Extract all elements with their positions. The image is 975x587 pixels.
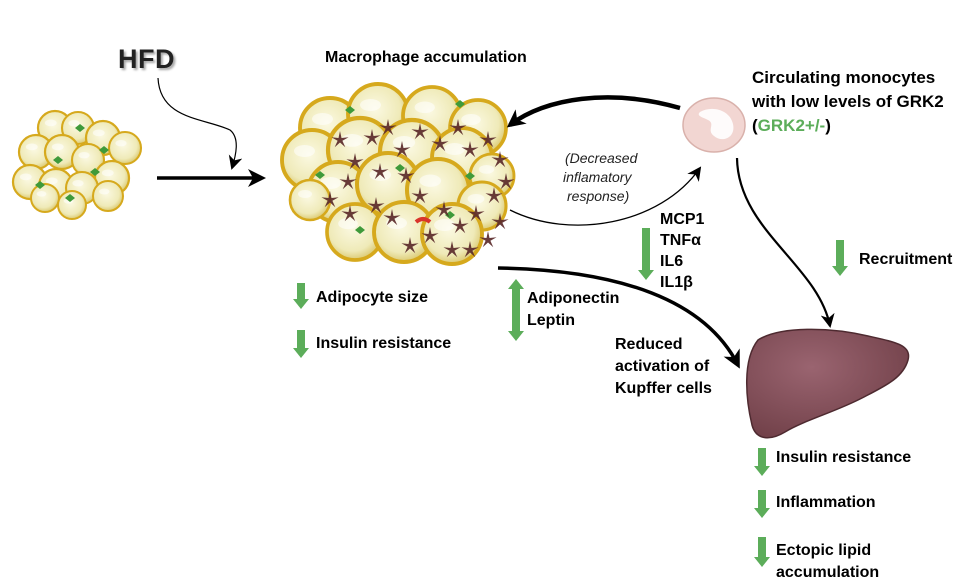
kupffer-label: Reduced activation of Kupffer cells: [615, 334, 712, 400]
monocytes-line-2: with low levels of GRK2: [752, 92, 944, 111]
large-adipocyte-cluster: [280, 82, 516, 266]
adipose-to-liver-arrow: [497, 266, 740, 369]
ectopic-lipid-label: Ectopic lipid accumulation: [776, 540, 879, 584]
adipose-insulin-resistance-label: Insulin resistance: [316, 335, 452, 352]
cytokine-list: MCP1 TNFα IL6 IL1β: [660, 209, 704, 293]
monocyte-cell: [682, 97, 746, 153]
cytokine-item: IL1β: [660, 274, 693, 291]
note-line-1: (Decreased: [565, 150, 638, 166]
monocytes-line-3: (GRK2+/-): [752, 114, 944, 138]
kupffer-line-3: Kupffer cells: [615, 380, 712, 397]
decreased-response-note: (Decreased inflamatory response): [563, 149, 637, 206]
kupffer-line-2: activation of: [615, 358, 710, 375]
liver-shape: [746, 328, 910, 439]
macrophage-accumulation-title: Macrophage accumulation: [325, 49, 527, 66]
monocyte-to-liver-arrow: [735, 157, 835, 328]
recruitment-label: Recruitment: [859, 251, 953, 268]
macrophage-markers: [321, 119, 515, 258]
paren-open: (: [752, 116, 758, 135]
inflammation-label: Inflammation: [776, 494, 876, 511]
hfd-curved-arrow: [157, 77, 243, 170]
note-line-3: response): [567, 188, 630, 204]
cytokine-item: TNFα: [660, 232, 701, 249]
adipocyte-size-label: Adipocyte size: [316, 289, 429, 306]
small-adipocyte-cluster: [11, 109, 143, 220]
ectopic-line-2: accumulation: [776, 564, 880, 581]
adipose-to-monocyte-arrow: [509, 166, 702, 226]
note-line-2: inflamatory: [563, 169, 632, 185]
monocytes-label: Circulating monocytes with low levels of…: [752, 66, 944, 138]
cytokine-item: IL6: [660, 253, 684, 270]
monocyte-to-adipose-arrow: [506, 95, 681, 128]
cytokine-item: MCP1: [660, 211, 705, 228]
adiponectin-label: Adiponectin: [527, 290, 620, 307]
hfd-label: HFD: [118, 44, 175, 74]
leptin-label: Leptin: [527, 312, 575, 329]
ectopic-line-1: Ectopic lipid: [776, 542, 872, 559]
kupffer-line-1: Reduced: [615, 336, 683, 353]
genotype-label: GRK2+/-: [757, 116, 826, 135]
paren-close: ): [825, 116, 831, 135]
liver-insulin-resistance-label: Insulin resistance: [776, 449, 912, 466]
regulation-arrows: [293, 228, 848, 567]
monocytes-line-1: Circulating monocytes: [752, 68, 936, 87]
